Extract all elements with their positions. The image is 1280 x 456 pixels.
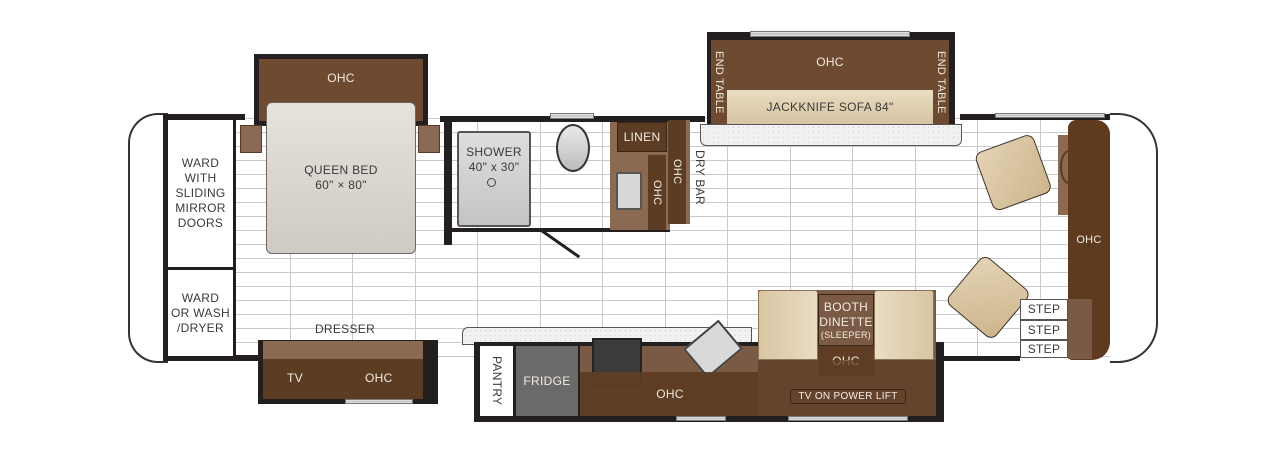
step-2-label: STEP — [1027, 322, 1061, 337]
step-1[interactable]: STEP — [1020, 299, 1068, 320]
end-table-right-label: END TABLE — [935, 50, 947, 114]
sofa-ohc[interactable]: OHC — [727, 40, 933, 94]
step-side-panel — [1068, 299, 1092, 359]
step-1-label: STEP — [1027, 302, 1061, 316]
rear-cap — [128, 113, 168, 363]
sofa-ohc-label: OHC — [816, 55, 844, 69]
wardrobe-wash-dryer[interactable]: WARD OR WASH /DRYER — [168, 270, 236, 356]
dinette-lower-ohc — [758, 360, 936, 416]
dinette-seat-right[interactable] — [874, 290, 934, 360]
end-table-left-label: END TABLE — [713, 50, 725, 114]
dry-bar-label: DRY BAR — [693, 150, 707, 206]
window-bath — [550, 113, 594, 119]
step-3[interactable]: STEP — [1020, 340, 1068, 358]
wall-bottom-left — [163, 355, 263, 361]
wall-top-left — [163, 114, 245, 120]
nightstand-left — [240, 125, 262, 153]
step-2[interactable]: STEP — [1020, 320, 1068, 340]
window-sofa-top — [750, 31, 910, 37]
bath-wall-bottom — [450, 228, 670, 232]
jackknife-sofa[interactable]: JACKKNIFE SOFA 84" — [727, 90, 933, 124]
dinette-table[interactable]: BOOTH DINETTE (SLEEPER) — [818, 294, 874, 346]
shower-label: SHOWER 40" x 30" — [466, 145, 522, 174]
queen-bed[interactable]: QUEEN BED 60" × 80" — [266, 102, 416, 254]
dresser-ohc-label: OHC — [365, 371, 393, 385]
window-dresser — [345, 399, 413, 404]
fridge-label: FRIDGE — [523, 374, 571, 388]
sofa-floor-pad — [700, 124, 962, 146]
wardrobe-sliding[interactable]: WARD WITH SLIDING MIRROR DOORS — [168, 120, 236, 270]
cab-ohc-label: OHC — [1076, 234, 1102, 246]
step-3-label: STEP — [1027, 341, 1061, 356]
dresser-label: DRESSER — [314, 322, 376, 336]
window-kitchen — [676, 416, 726, 421]
queen-bed-label: QUEEN BED 60" × 80" — [304, 163, 378, 192]
window-dinette — [788, 416, 908, 421]
linen-cabinet[interactable]: LINEN — [617, 122, 667, 152]
sofa-label: JACKKNIFE SOFA 84" — [766, 99, 894, 114]
linen-label: LINEN — [623, 130, 661, 144]
dinette-label: BOOTH DINETTE — [819, 300, 873, 329]
pantry-label: PANTRY — [490, 356, 504, 406]
shower[interactable]: SHOWER 40" x 30" — [457, 131, 531, 227]
wardrobe-wash-label: WARD OR WASH /DRYER — [171, 290, 230, 335]
dresser-ohc[interactable]: TV OHC — [263, 359, 423, 399]
dry-bar-ohc[interactable]: OHC — [668, 120, 690, 224]
wall-bottom-right — [940, 356, 1020, 361]
bath-wall-top — [440, 116, 705, 122]
nightstand-right — [418, 125, 440, 153]
tv-label: TV — [287, 371, 303, 385]
window-front-top — [995, 113, 1105, 118]
tv-power-lift[interactable]: TV ON POWER LIFT — [790, 389, 906, 404]
shower-drain-icon — [487, 178, 496, 187]
end-table-left[interactable]: END TABLE — [711, 40, 727, 124]
kitchen-ohc-label: OHC — [656, 387, 684, 401]
wall-left — [163, 114, 169, 360]
bath-ohc-label: OHC — [651, 179, 663, 206]
bath-wall-left — [444, 120, 452, 245]
dresser-top — [263, 341, 423, 359]
end-table-right[interactable]: END TABLE — [933, 40, 949, 124]
front-cap — [1110, 113, 1158, 363]
tv-lift-label: TV ON POWER LIFT — [798, 391, 898, 402]
sink — [616, 172, 642, 210]
bed-ohc-label: OHC — [327, 71, 355, 85]
fridge[interactable]: FRIDGE — [516, 346, 578, 416]
dinette-seat-left[interactable] — [758, 290, 818, 360]
toilet[interactable] — [556, 124, 590, 172]
dry-bar-ohc-label: OHC — [671, 159, 683, 185]
wardrobe-sliding-label: WARD WITH SLIDING MIRROR DOORS — [175, 156, 226, 230]
pantry[interactable]: PANTRY — [480, 346, 513, 416]
dinette-note: (SLEEPER) — [820, 330, 872, 340]
kitchen-ohc[interactable]: OHC — [580, 372, 760, 416]
bath-ohc[interactable]: OHC — [648, 155, 666, 230]
